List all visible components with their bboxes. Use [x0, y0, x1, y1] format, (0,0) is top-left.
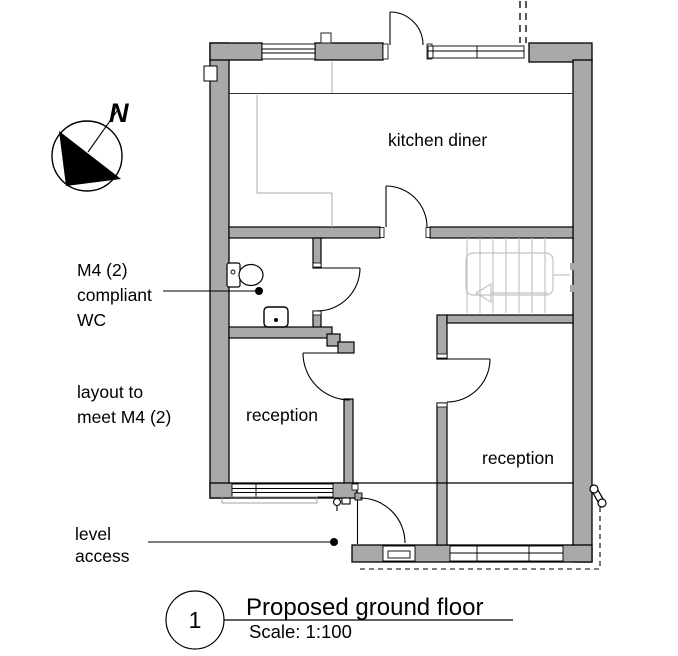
interior-walls	[228, 226, 574, 546]
window-reception-left	[221, 483, 334, 504]
leader-level-access	[148, 538, 338, 546]
flue-box	[320, 32, 332, 44]
room-label-kitchen: kitchen diner	[388, 130, 487, 150]
wc-note: M4 (2) compliant WC	[77, 260, 152, 330]
doors	[302, 11, 491, 544]
svg-text:layout to: layout to	[77, 382, 143, 402]
svg-text:level: level	[75, 524, 111, 544]
meter-box	[203, 65, 218, 82]
window-top-right	[427, 45, 525, 59]
door-swing-reception-left	[302, 352, 351, 401]
level-access-note: level access	[75, 524, 130, 566]
layout-note: layout to meet M4 (2)	[77, 382, 171, 427]
stairs-symbol	[465, 238, 575, 313]
window-kitchen-top	[261, 43, 316, 60]
north-arrow-icon: N	[51, 98, 129, 192]
svg-text:compliant: compliant	[77, 285, 152, 305]
door-swing-wc	[316, 267, 361, 312]
leader-wc	[163, 287, 263, 295]
door-swing-back	[389, 11, 424, 46]
svg-text:access: access	[75, 546, 130, 566]
drawing-title: Proposed ground floor	[246, 594, 484, 621]
boundary-dashed-line	[519, 1, 527, 43]
window-reception-right	[449, 545, 564, 562]
door-swing-front	[354, 492, 406, 544]
canopy-dashed-line	[360, 505, 601, 570]
door-swing-kitchen	[385, 185, 428, 228]
svg-text:WC: WC	[77, 310, 106, 330]
downpipe-icon	[589, 484, 607, 508]
sink-icon	[263, 306, 289, 328]
title-block: 1 Proposed ground floor Scale: 1:100	[165, 590, 513, 650]
svg-text:M4 (2): M4 (2)	[77, 260, 128, 280]
toilet-icon	[226, 262, 264, 288]
room-label-reception-left: reception	[246, 405, 318, 425]
door-swing-reception-right	[446, 358, 491, 403]
window-porch	[382, 545, 416, 562]
kitchen-counter	[256, 62, 333, 227]
wall-end-caps	[312, 43, 448, 491]
downpipe-icon	[332, 497, 351, 511]
north-label: N	[109, 98, 129, 128]
windows	[221, 43, 564, 562]
drawing-number: 1	[189, 607, 202, 633]
room-label-reception-right: reception	[482, 448, 554, 468]
svg-text:meet M4 (2): meet M4 (2)	[77, 407, 171, 427]
drawing-scale: Scale: 1:100	[249, 621, 352, 642]
